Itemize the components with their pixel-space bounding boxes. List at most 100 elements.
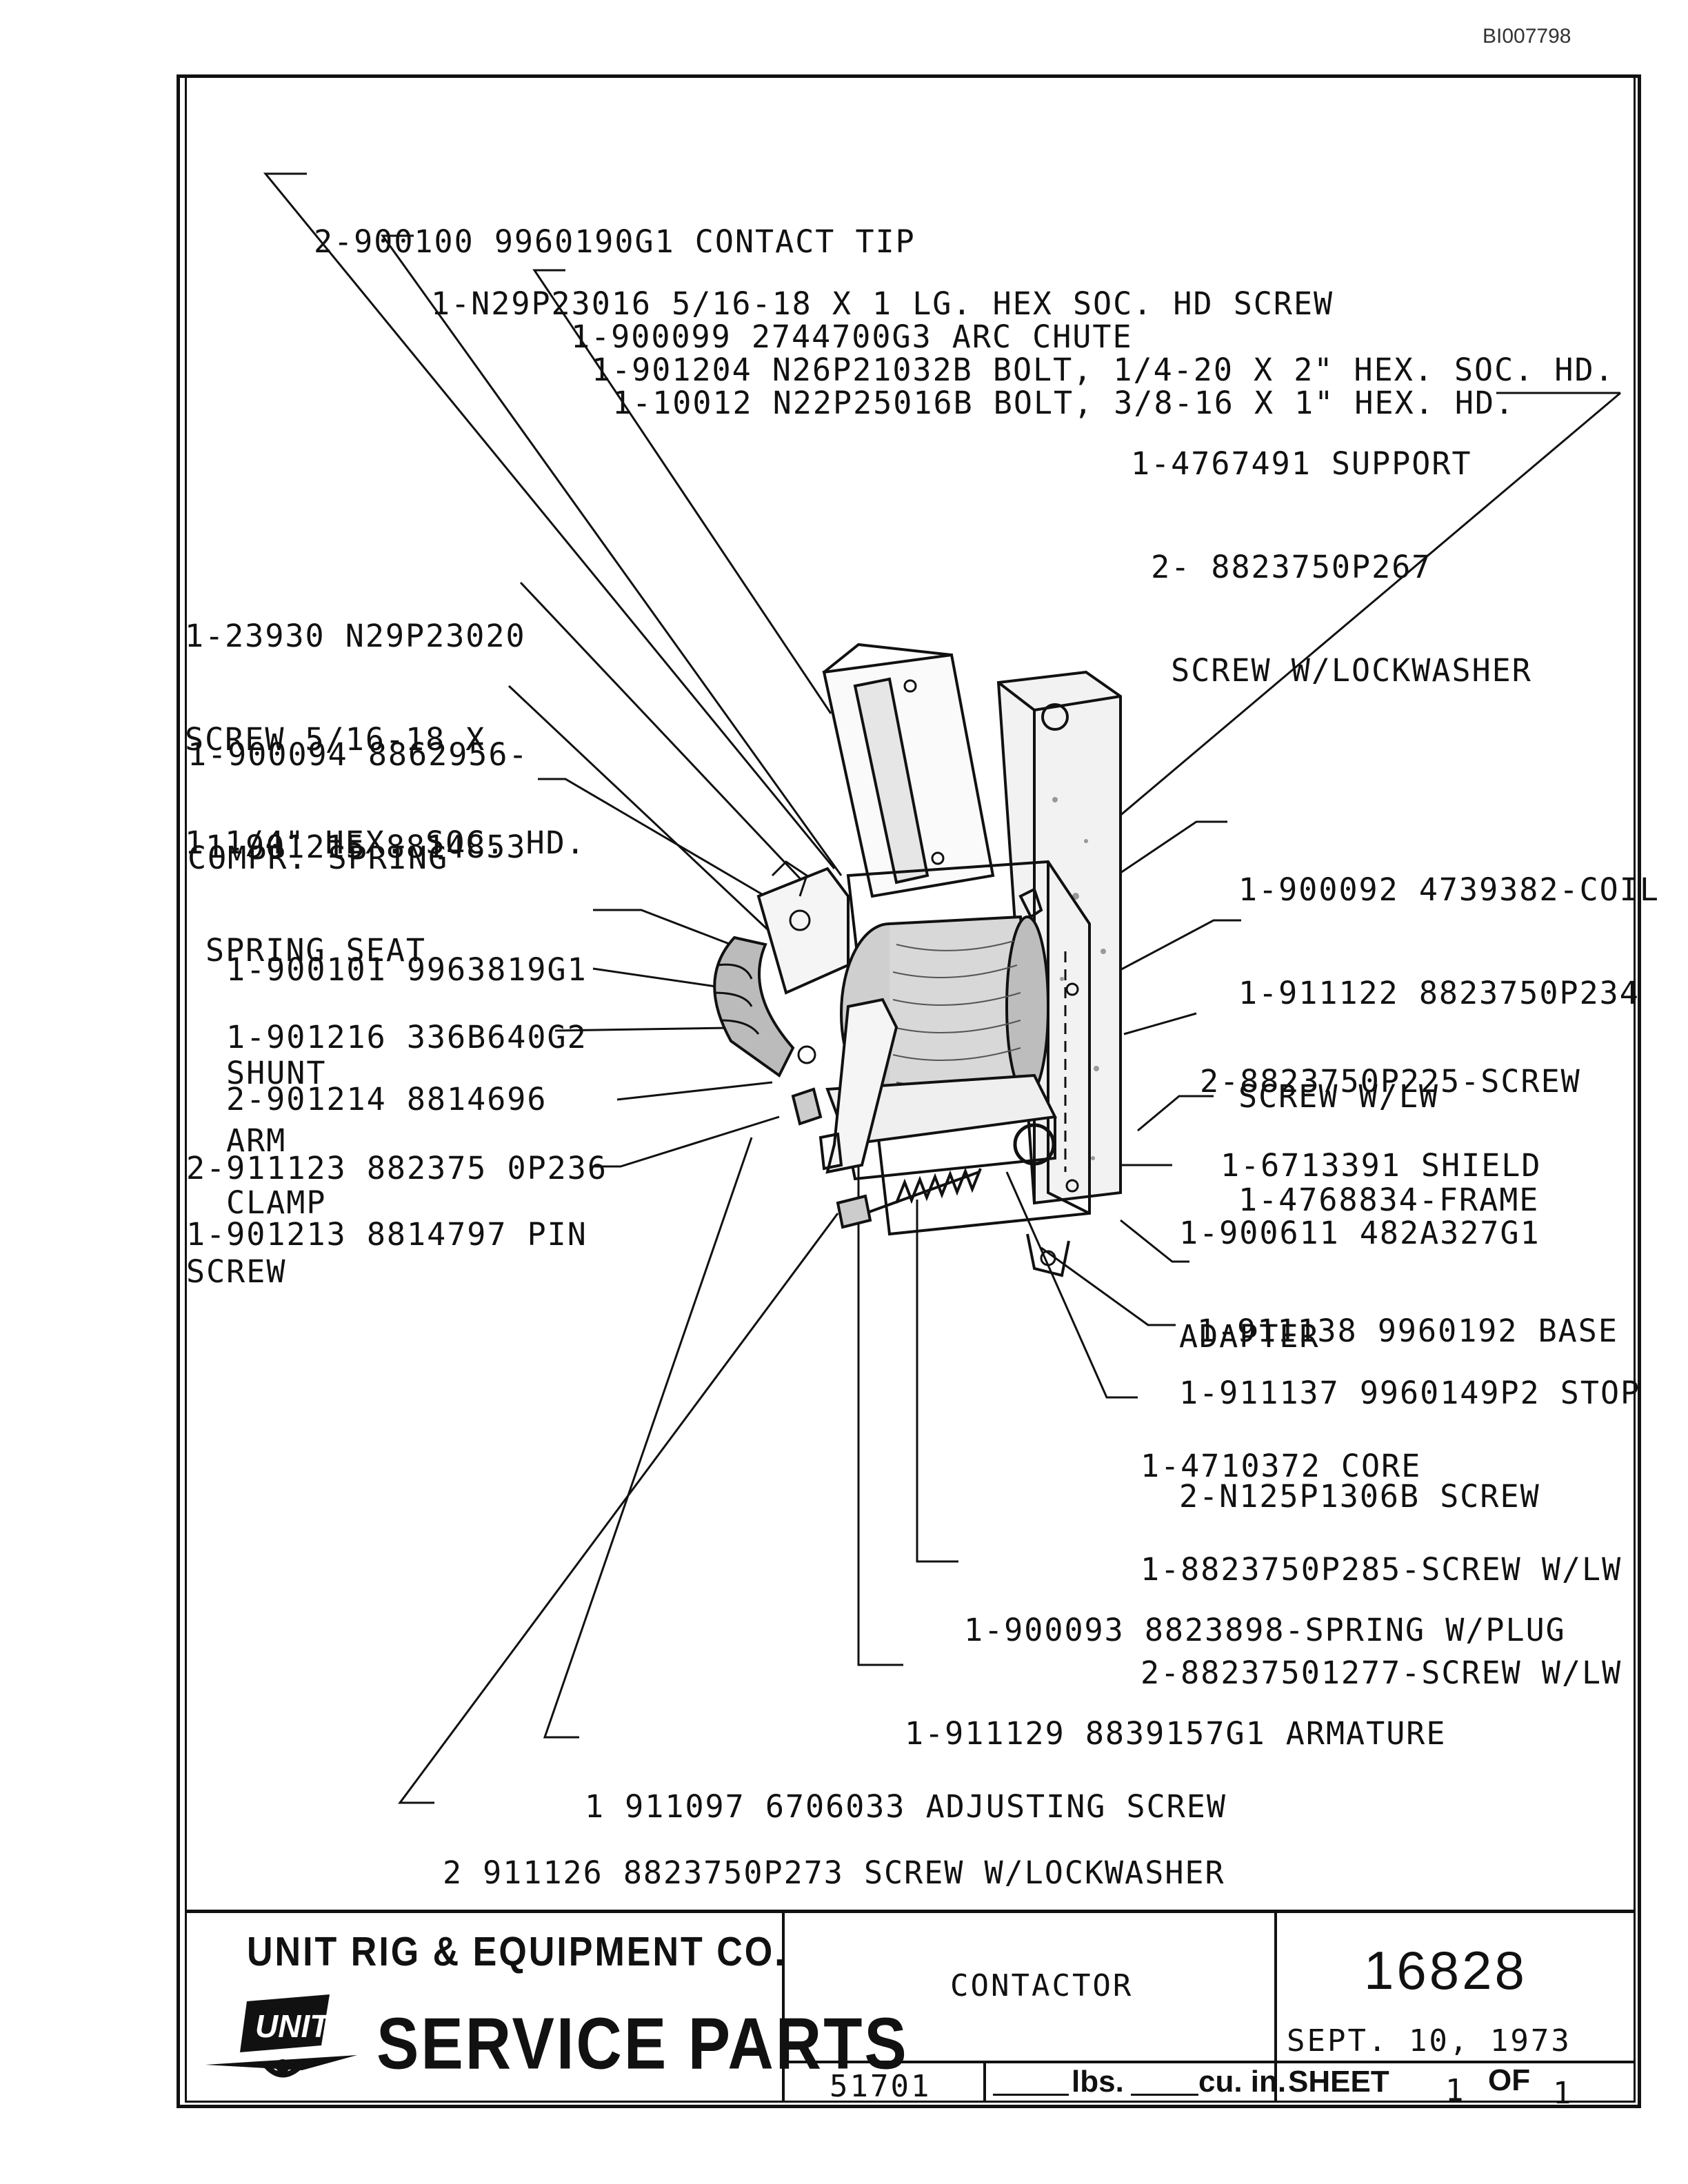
leader-spring-plug xyxy=(916,1200,958,1563)
callout-line: 1 911097 6706033 ADJUSTING SCREW xyxy=(585,1788,1227,1825)
drawing-inner-border xyxy=(185,77,1636,2103)
callout-line: 1-900611 482A327G1 xyxy=(1179,1215,1540,1251)
unit-rig-logo-icon: UNIT RIG xyxy=(205,1994,364,2078)
weight-code: 51701 xyxy=(830,2069,932,2104)
callout-line: 1-4767491 SUPPORT xyxy=(1131,445,1472,482)
callout-spring-plug: 1-900093 8823898-SPRING W/PLUG xyxy=(964,1544,1566,1717)
callout-line: SPRING SEAT xyxy=(205,932,427,969)
callout-line: SCREW xyxy=(186,1253,287,1290)
callout-hd-screw: 1-N29P23016 5/16-18 X 1 LG. HEX SOC. HD … xyxy=(431,218,1334,390)
drawing-number: 16828 xyxy=(1364,1940,1527,2001)
callout-line: 1-911129 8839157G1 ARMATURE xyxy=(905,1715,1447,1752)
callout-base: 1-911138 9960192 BASE xyxy=(1197,1245,1618,1417)
callout-bolt-10012: 1-10012 N22P25016B BOLT, 3/8-16 X 1" HEX… xyxy=(612,317,1515,489)
callout-line: 1-911137 9960149P2 STOP xyxy=(1179,1375,1641,1411)
leader-screw-23930 xyxy=(519,581,812,891)
callout-line: SCREW W/LOCKWASHER xyxy=(1131,652,1532,689)
leader-frame xyxy=(1103,919,1241,980)
leader-compr-spring xyxy=(508,685,770,932)
callout-line: 2-N125P1306B SCREW xyxy=(1179,1478,1540,1515)
drawing-date: SEPT. 10, 1973 xyxy=(1287,2023,1571,2059)
callout-line: 2- 8823750P267 xyxy=(1131,549,1432,585)
callout-line: 2 911126 8823750P273 SCREW W/LOCKWASHER xyxy=(443,1854,1225,1891)
sheet-label: SHEET xyxy=(1288,2065,1389,2099)
title-block-divider xyxy=(983,2061,986,2103)
cuin-label: cu. in. xyxy=(1198,2065,1287,2099)
title-block: UNIT RIG & EQUIPMENT CO. UNIT RIG SERVIC… xyxy=(185,1910,1636,2111)
callout-line: 1-900101 9963819G1 xyxy=(226,951,587,988)
callout-core: 1-4710372 CORE 1-8823750P285-SCREW W/LW … xyxy=(1141,1380,1622,1759)
callout-line: ARM xyxy=(226,1122,287,1159)
leader-shield xyxy=(1137,1095,1214,1132)
callout-coil-frame: 1-900092 4739382-COIL 1-911122 8823750P2… xyxy=(1238,804,1660,1286)
title-block-divider xyxy=(1274,1913,1277,2103)
of-label: OF xyxy=(1488,2063,1531,2097)
callout-line: 1-6713391 SHIELD xyxy=(1220,1147,1542,1184)
cuin-blank xyxy=(1131,2094,1198,2096)
callout-line: 1-900094 8862956- xyxy=(188,736,529,773)
leader-core xyxy=(1005,1171,1138,1399)
callout-compr-spring: 1-900094 8862956- COMPR. SPRING xyxy=(188,669,529,944)
lbs-label: lbs. xyxy=(1072,2065,1124,2099)
callout-line: 1-900092 4739382-COIL xyxy=(1238,871,1660,908)
callout-clamp: 2-901214 8814696 CLAMP xyxy=(226,1013,547,1289)
title-block-divider xyxy=(782,2061,1636,2063)
company-name: UNIT RIG & EQUIPMENT CO. xyxy=(247,1929,787,1975)
callout-line: 2-88237501277-SCREW W/LW xyxy=(1141,1655,1622,1691)
callout-line: 1-900093 8823898-SPRING W/PLUG xyxy=(964,1612,1566,1648)
callout-spring-seat: 1-901215 8814853 SPRING SEAT xyxy=(205,761,526,1037)
sheet-number: 1 xyxy=(1445,2073,1466,2108)
callout-line: ADAPTER xyxy=(1179,1318,1320,1355)
callout-line: 1-911138 9960192 BASE xyxy=(1197,1313,1618,1349)
callout-line: COMPR. SPRING xyxy=(188,840,449,876)
callout-line: 2-8823750P225-SCREW xyxy=(1200,1063,1581,1100)
lbs-blank xyxy=(993,2094,1069,2096)
callout-contact-tip: 2-900100 9960190G1 CONTACT TIP xyxy=(314,156,916,328)
callout-adapter: 1-900611 482A327G1 ADAPTER xyxy=(1179,1147,1540,1423)
callout-line: SCREW 5/16-18 X xyxy=(185,721,486,758)
callout-bolt-901204: 1-901204 N26P21032B BOLT, 1/4-20 X 2" HE… xyxy=(592,284,1615,456)
leader-armature xyxy=(857,1165,903,1666)
drawing-border xyxy=(177,74,1641,2108)
callout-screw-911126: 2 911126 8823750P273 SCREW W/LOCKWASHER xyxy=(443,1787,1225,1959)
title-block-divider xyxy=(782,1913,785,2103)
callout-line: 1-901216 336B640G2 xyxy=(226,1019,587,1055)
callout-stop: 1-911137 9960149P2 STOP 2-N125P1306B SCR… xyxy=(1179,1307,1640,1583)
leader-contact-tip xyxy=(263,172,836,869)
callout-line: 1-4710372 CORE xyxy=(1141,1448,1422,1484)
callout-armature: 1-911129 8839157G1 ARMATURE xyxy=(905,1648,1447,1820)
callout-line: 1-901215 8814853 xyxy=(205,829,527,865)
leader-shunt xyxy=(593,909,732,946)
callout-shield: 1-6713391 SHIELD xyxy=(1220,1080,1541,1252)
callout-line: CLAMP xyxy=(226,1184,327,1221)
callout-line: SHUNT xyxy=(226,1055,327,1091)
callout-line: 1-911122 8823750P234 xyxy=(1238,975,1640,1011)
callout-line: 1 1/4" HEX. SOC. HD. xyxy=(185,825,586,861)
logo-text: UNIT RIG xyxy=(255,2008,364,2044)
callout-line: 1-N29P23016 5/16-18 X 1 LG. HEX SOC. HD … xyxy=(431,285,1334,322)
leader-spring-seat xyxy=(538,778,766,898)
sheet-total: 1 xyxy=(1553,2076,1574,2111)
leader-screw-911126 xyxy=(398,1213,839,1804)
callout-line: 1-901213 8814797 PIN xyxy=(186,1216,587,1253)
callout-arc-chute: 1-900099 2744700G3 ARC CHUTE xyxy=(571,251,1133,423)
leader-screw-225 xyxy=(1123,1012,1197,1035)
callout-screw-225: 2-8823750P225-SCREW xyxy=(1200,995,1581,1168)
leader-screw-911123 xyxy=(616,1081,773,1101)
callout-line: 1-10012 N22P25016B BOLT, 3/8-16 X 1" HEX… xyxy=(612,385,1516,421)
callout-screw-911123: 2-911123 882375 0P236 SCREW xyxy=(186,1082,607,1358)
document-id: BI007798 xyxy=(1483,25,1571,48)
callout-arm: 1-901216 336B640G2 ARM xyxy=(226,951,587,1227)
callout-line: 1-900099 2744700G3 ARC CHUTE xyxy=(571,318,1133,355)
part-name: CONTACTOR xyxy=(950,1968,1134,2003)
callout-line: 2-911123 882375 0P236 xyxy=(186,1150,607,1186)
leader-arc-chute xyxy=(532,269,832,714)
leader-support xyxy=(1065,392,1621,863)
callout-adjusting-screw: 1 911097 6706033 ADJUSTING SCREW xyxy=(585,1721,1227,1893)
callout-pin: 1-901213 8814797 PIN xyxy=(186,1149,587,1321)
leader-hd-screw xyxy=(381,234,843,876)
callout-line: SCREW W/LW xyxy=(1238,1078,1439,1115)
callout-line: 1-8823750P285-SCREW W/LW xyxy=(1141,1551,1622,1588)
